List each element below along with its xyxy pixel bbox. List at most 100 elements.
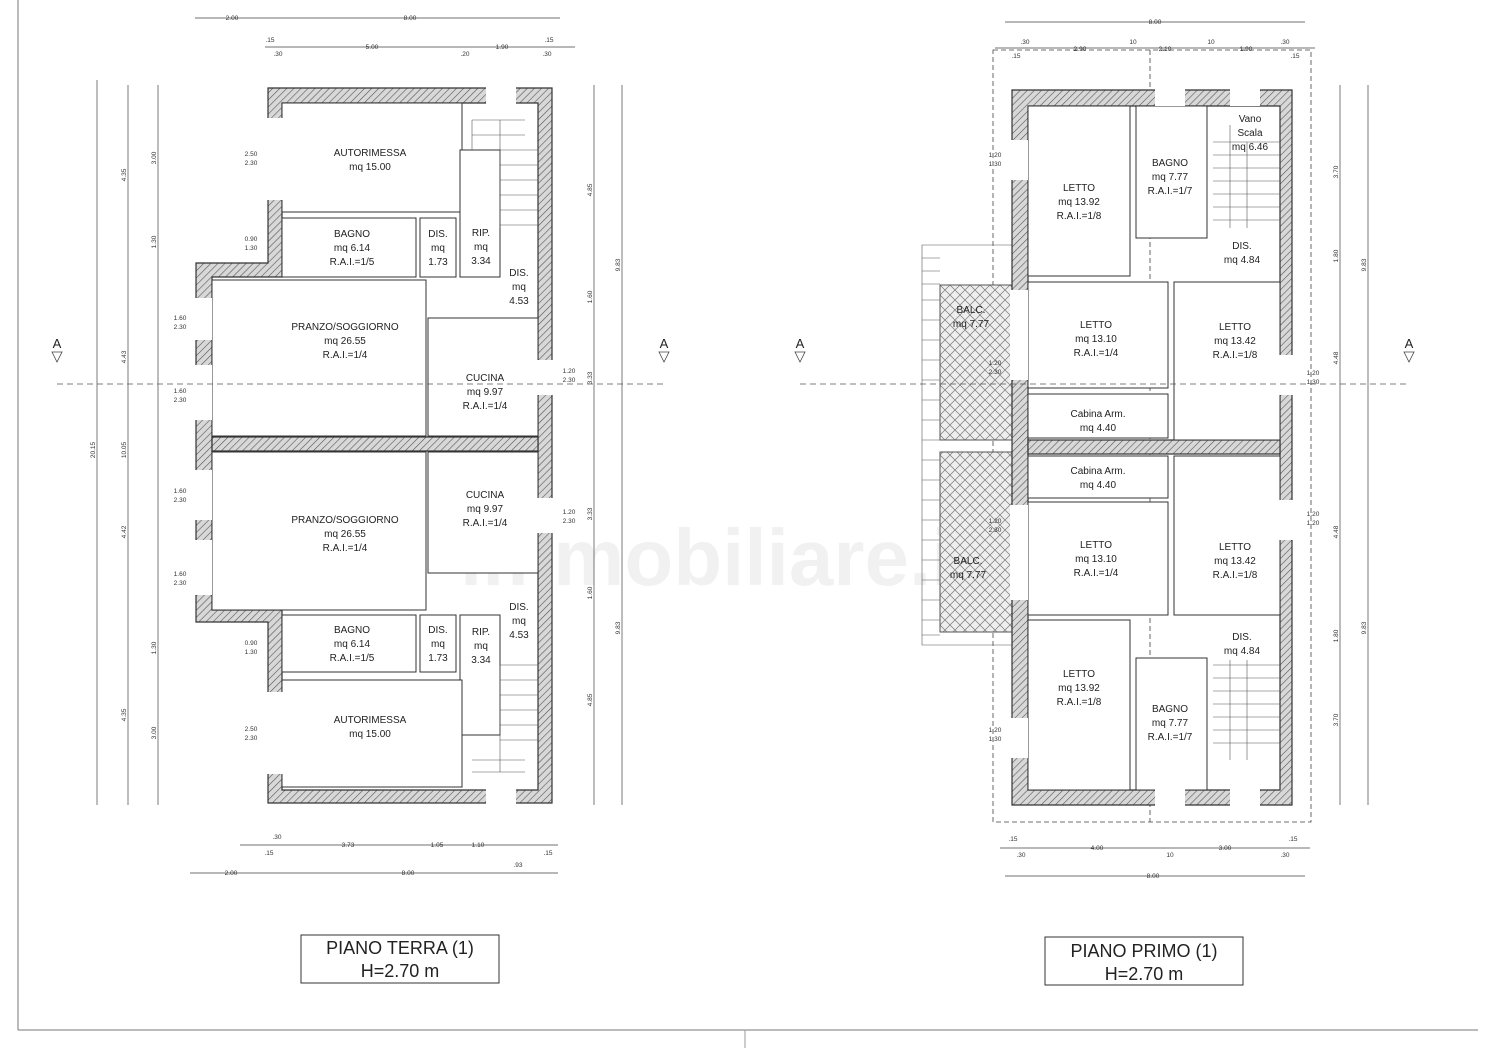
window — [194, 365, 212, 420]
dimension-label: 1.30 — [989, 161, 1002, 168]
dimension-label: 5.00 — [366, 44, 379, 51]
room-hall-small-bottom — [419, 614, 457, 673]
dimension-label: .15 — [544, 37, 553, 44]
dimension-label: 1.20 — [1307, 370, 1320, 377]
dimension-lines — [995, 21, 1369, 877]
balcony-door — [1010, 505, 1028, 600]
dimension-label: 1.60 — [174, 315, 187, 322]
dimension-label: 3.73 — [342, 842, 355, 849]
dimension-label: 9.83 — [1361, 621, 1368, 634]
garage-door — [266, 118, 284, 200]
window — [1155, 789, 1185, 807]
door-opening — [486, 786, 516, 804]
staircase-bottom — [472, 664, 538, 773]
room-label: BALC.mq 7.77 — [953, 305, 990, 330]
dimension-label: 2.10 — [1159, 46, 1172, 53]
staircase-bottom — [1213, 660, 1280, 760]
dimension-label: 2.30 — [245, 160, 258, 167]
room-bed-b-bottom — [1027, 501, 1169, 616]
room-closet-top — [1027, 393, 1169, 439]
staircase-top — [1213, 125, 1280, 228]
dimension-label: .15 — [1008, 836, 1017, 843]
dimension-label: 1.20 — [989, 518, 1002, 525]
dimension-label: .20 — [460, 51, 469, 58]
dimension-label: .30 — [1280, 39, 1289, 46]
dimension-label: .15 — [543, 850, 552, 857]
dimension-label: 3.00 — [151, 726, 158, 739]
dimension-label: 4.85 — [587, 183, 594, 196]
dimension-label: .30 — [542, 51, 551, 58]
window — [194, 298, 212, 340]
dimension-label: 8.00 — [1147, 873, 1160, 880]
room-hall-small-top — [419, 217, 457, 278]
dimension-label: 2.00 — [225, 870, 238, 877]
dimension-label: 1.60 — [174, 571, 187, 578]
dimension-label: 0.90 — [245, 640, 258, 647]
room-bath-bottom — [281, 614, 417, 673]
room-bed-b-top — [1027, 281, 1169, 389]
dimension-label: 8.00 — [1149, 19, 1162, 26]
window — [1230, 88, 1260, 106]
dimension-label: 20.15 — [90, 441, 97, 458]
dimension-label: 1.60 — [587, 290, 594, 303]
window — [1230, 789, 1260, 807]
dimension-label: 2.00 — [226, 15, 239, 22]
party-wall — [1027, 439, 1281, 455]
room-bath-top — [1135, 105, 1208, 239]
dimension-label: 1.20 — [1307, 520, 1320, 527]
party-wall — [211, 436, 539, 452]
dimension-label: 3.00 — [151, 151, 158, 164]
dimension-label: 3.70 — [1333, 713, 1340, 726]
dimension-label: 1.80 — [1333, 249, 1340, 262]
dimension-label: 2.30 — [174, 397, 187, 404]
garage-door — [266, 692, 284, 774]
dimension-label: 4.85 — [587, 693, 594, 706]
dimension-label: 1.20 — [1307, 511, 1320, 518]
dimension-label: 8.00 — [404, 15, 417, 22]
window — [1010, 718, 1028, 758]
section-marker-right: A — [660, 336, 669, 351]
dimension-label: 1.30 — [245, 245, 258, 252]
floor-title: PIANO PRIMO (1) — [1070, 941, 1217, 961]
window — [1278, 355, 1296, 395]
section-marker-right: A — [1405, 336, 1414, 351]
window — [194, 540, 212, 595]
dimension-label: 1.30 — [989, 736, 1002, 743]
dimension-label: .30 — [1016, 852, 1025, 859]
dimension-label: 2.50 — [245, 726, 258, 733]
dimension-label: 4.48 — [1333, 525, 1340, 538]
room-bed-a-bottom — [1027, 619, 1131, 791]
dimension-label: 2.30 — [245, 735, 258, 742]
title-box — [1044, 936, 1244, 986]
balcony-bottom — [939, 451, 1013, 633]
dimension-label: 3.33 — [587, 507, 594, 520]
dimension-label: 4.43 — [121, 350, 128, 363]
section-marker-left: A — [796, 336, 805, 351]
window — [536, 498, 554, 533]
window — [1155, 88, 1185, 106]
dimension-label: .15 — [1011, 53, 1020, 60]
dimension-label: 1.30 — [151, 235, 158, 248]
room-living-bottom — [211, 451, 427, 611]
dimension-label: .30 — [273, 51, 282, 58]
window — [194, 470, 212, 520]
dimension-label: 2.30 — [989, 527, 1002, 534]
dimension-label: 1.20 — [989, 727, 1002, 734]
staircase-top — [471, 119, 538, 228]
